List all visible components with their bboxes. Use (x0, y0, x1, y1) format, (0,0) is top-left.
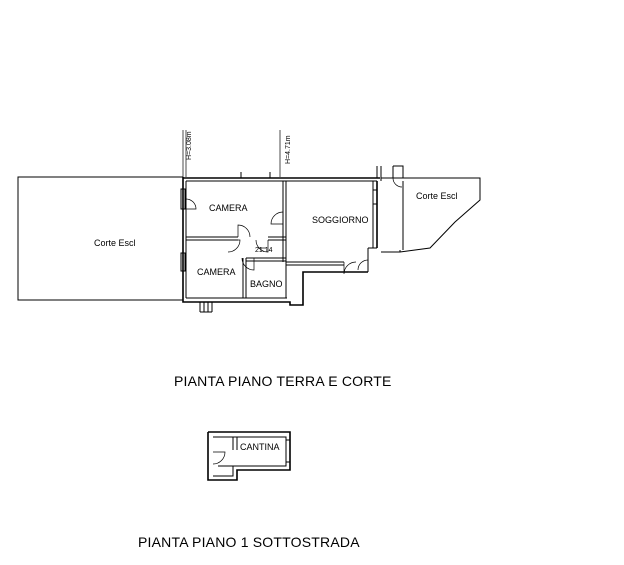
left-window-2 (180, 252, 186, 272)
ground-floor-plan: Corte Escl Corte Escl CAMERA CAMERA SOGG… (17, 130, 481, 389)
door-bedroom-bottom (227, 239, 241, 253)
label-left-courtyard: Corte Escl (94, 238, 136, 248)
left-courtyard-outline (17, 176, 183, 301)
caption-ground-floor: PIANTA PIANO TERRA E CORTE (174, 373, 392, 389)
cellar-inner-wall (213, 436, 287, 477)
label-bedroom-bottom: CAMERA (197, 267, 236, 277)
door-hall (255, 239, 269, 253)
cellar-door (212, 451, 226, 465)
label-number-mark: 21.14 (255, 247, 273, 254)
living-right-window (372, 189, 378, 205)
label-bathroom: BAGNO (250, 279, 283, 289)
label-height-right: H=4.71m (285, 135, 292, 164)
basement-plan: CANTINA PIANTA PIANO 1 SOTTOSTRADA (138, 431, 360, 550)
right-courtyard-door (392, 177, 403, 188)
door-living (270, 211, 284, 225)
label-living-room: SOGGIORNO (312, 215, 369, 225)
door-bathroom (241, 257, 255, 271)
door-entrance-2 (357, 259, 369, 271)
label-right-courtyard: Corte Escl (416, 191, 458, 201)
door-bedroom-top-left (185, 198, 197, 210)
label-height-left: H=3.08m (186, 131, 193, 160)
door-bedroom-top (237, 224, 251, 238)
label-bedroom-top: CAMERA (209, 203, 248, 213)
label-cellar: CANTINA (240, 442, 280, 452)
caption-basement: PIANTA PIANO 1 SOTTOSTRADA (138, 534, 360, 550)
building-outer-wall (182, 177, 368, 306)
right-courtyard-outline (381, 165, 481, 253)
left-window-1 (180, 188, 186, 210)
door-entrance (343, 261, 357, 275)
cellar-window (285, 439, 291, 463)
cellar-outer-wall (207, 431, 291, 481)
